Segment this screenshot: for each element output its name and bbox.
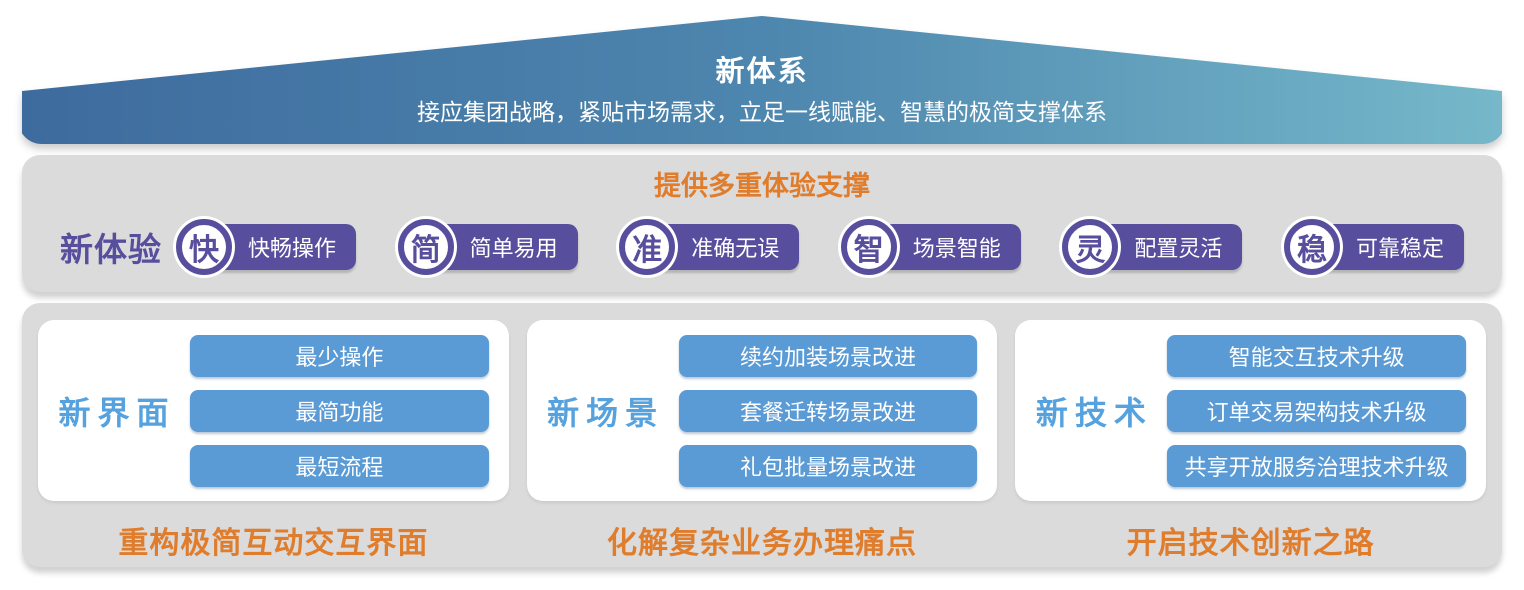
roof-title: 新体系 (715, 56, 809, 88)
pillar-label-new-technology: 新技术 (1035, 394, 1153, 431)
pillar-bar: 订单交易架构技术升级 (1167, 389, 1467, 432)
pillar-caption-new-interface: 重构极简互动交互界面 (118, 527, 429, 560)
pillar-bar: 礼包批量场景改进 (678, 444, 978, 487)
badge-circle-smart: 智 (840, 219, 897, 275)
pillar-bar: 套餐迁转场景改进 (678, 389, 978, 432)
roof-banner: 新体系 接应集团战略，紧贴市场需求，立足一线赋能、智慧的极简支撑体系 (22, 6, 1502, 146)
pillar-bars-new-interface: 最少操作 最简功能 最短流程 (190, 334, 489, 487)
experience-item-accurate: 准 准确无误 (619, 219, 800, 275)
badge-circle-simple: 简 (397, 219, 454, 275)
experience-band-title: 提供多重体验支撑 (654, 171, 870, 201)
pillar-bar: 智能交互技术升级 (1167, 334, 1467, 377)
experience-item-smart: 智 场景智能 (840, 219, 1021, 275)
pillar-label-new-scenario: 新场景 (547, 394, 665, 431)
pillar-bar: 最简功能 (190, 389, 489, 432)
experience-item-fast: 快 快畅操作 (176, 219, 357, 275)
badge-circle-stable: 稳 (1283, 219, 1340, 275)
roof-subtitle: 接应集团战略，紧贴市场需求，立足一线赋能、智慧的极简支撑体系 (417, 99, 1107, 125)
pillar-bars-new-scenario: 续约加装场景改进 套餐迁转场景改进 礼包批量场景改进 (678, 334, 978, 487)
experience-item-simple: 简 简单易用 (397, 219, 578, 275)
pillar-card-new-interface: 新界面 最少操作 最简功能 最短流程 (38, 320, 509, 501)
badge-circle-accurate: 准 (619, 219, 676, 275)
experience-band: 提供多重体验支撑 新体验 快 快畅操作 简 简单易用 准 准确无误 智 (22, 155, 1502, 292)
pillar-label-new-interface: 新界面 (58, 394, 176, 431)
pillars-band: 新界面 最少操作 最简功能 最短流程 重构极简互动交互界面 新场景 续约加装场景… (22, 303, 1502, 567)
pillar-caption-new-scenario: 化解复杂业务办理痛点 (607, 527, 917, 560)
pillar-bar: 共享开放服务治理技术升级 (1167, 444, 1467, 487)
pillar-card-new-scenario: 新场景 续约加装场景改进 套餐迁转场景改进 礼包批量场景改进 (526, 320, 998, 501)
pillar-card-new-technology: 新技术 智能交互技术升级 订单交易架构技术升级 共享开放服务治理技术升级 (1015, 320, 1487, 501)
experience-item-flexible: 灵 配置灵活 (1062, 219, 1243, 275)
pillar-new-technology: 新技术 智能交互技术升级 订单交易架构技术升级 共享开放服务治理技术升级 开启技… (1015, 320, 1487, 567)
pillar-caption-new-technology: 开启技术创新之路 (1126, 527, 1375, 560)
experience-row: 新体验 快 快畅操作 简 简单易用 准 准确无误 智 场景智能 (60, 219, 1464, 275)
badge-circle-flexible: 灵 (1062, 219, 1119, 275)
experience-item-stable: 稳 可靠稳定 (1283, 219, 1464, 275)
pillar-bars-new-technology: 智能交互技术升级 订单交易架构技术升级 共享开放服务治理技术升级 (1167, 334, 1467, 487)
pillar-new-interface: 新界面 最少操作 最简功能 最短流程 重构极简互动交互界面 (38, 320, 509, 567)
pillar-bar: 最短流程 (190, 444, 489, 487)
experience-items: 快 快畅操作 简 简单易用 准 准确无误 智 场景智能 灵 配置灵活 (176, 219, 1464, 275)
pillar-bar: 最少操作 (190, 334, 489, 377)
badge-circle-fast: 快 (176, 219, 232, 275)
pillar-bar: 续约加装场景改进 (678, 334, 978, 377)
pillar-new-scenario: 新场景 续约加装场景改进 套餐迁转场景改进 礼包批量场景改进 化解复杂业务办理痛… (526, 320, 998, 567)
experience-row-label: 新体验 (60, 231, 162, 268)
